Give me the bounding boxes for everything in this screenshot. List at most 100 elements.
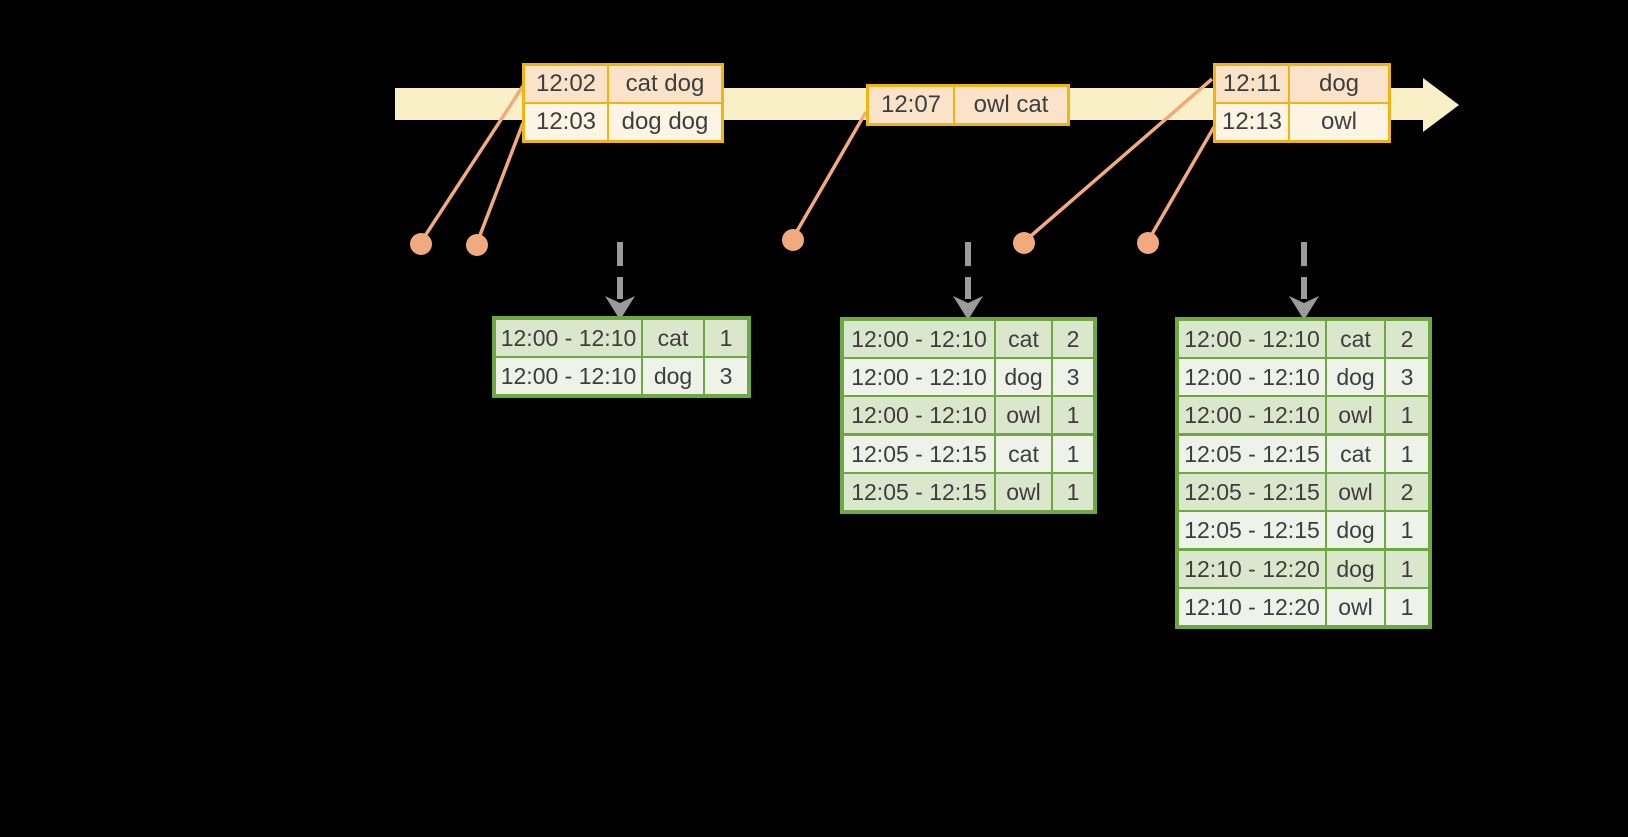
word-cell: cat <box>996 321 1051 357</box>
arrow-down-icon <box>1289 296 1319 320</box>
event-words-cell: owl cat <box>955 87 1067 123</box>
event-time-cell: 12:11 <box>1216 66 1288 102</box>
count-cell: 1 <box>1386 589 1428 625</box>
event-words-cell: dog dog <box>609 104 721 140</box>
window-cell: 12:00 - 12:10 <box>1179 397 1325 433</box>
table-row: 12:00 - 12:10 owl 1 <box>844 397 1093 433</box>
word-cell: owl <box>1327 397 1384 433</box>
result-table-3: 12:00 - 12:10 cat 2 12:00 - 12:10 dog 3 … <box>1175 317 1432 629</box>
event-dot <box>1137 232 1159 254</box>
result-table-2: 12:00 - 12:10 cat 2 12:00 - 12:10 dog 3 … <box>840 317 1097 514</box>
event-row: 12:11 dog <box>1216 66 1388 102</box>
arrow-right-icon <box>1423 78 1459 132</box>
count-cell: 1 <box>1053 397 1093 433</box>
count-cell: 3 <box>1053 359 1093 395</box>
window-cell: 12:05 - 12:15 <box>1179 474 1325 510</box>
count-cell: 1 <box>1053 474 1093 510</box>
word-cell: dog <box>996 359 1051 395</box>
window-group: 12:05 - 12:15 cat 1 12:05 - 12:15 owl 2 … <box>1179 436 1428 548</box>
event-row: 12:07 owl cat <box>869 87 1067 123</box>
word-cell: owl <box>1327 474 1384 510</box>
word-cell: cat <box>1327 321 1384 357</box>
count-cell: 1 <box>1386 551 1428 587</box>
event-dot <box>466 234 488 256</box>
event-time-cell: 12:03 <box>525 104 607 140</box>
word-cell: dog <box>1327 512 1384 548</box>
window-cell: 12:00 - 12:10 <box>1179 321 1325 357</box>
event-box-1: 12:02 cat dog 12:03 dog dog <box>522 63 724 143</box>
trigger-arrow-3 <box>1289 242 1319 320</box>
event-connector-line <box>791 111 868 239</box>
window-cell: 12:05 - 12:15 <box>1179 512 1325 548</box>
event-row: 12:13 owl <box>1216 104 1388 140</box>
event-time-cell: 12:07 <box>869 87 953 123</box>
count-cell: 1 <box>1386 397 1428 433</box>
event-words-cell: owl <box>1290 104 1388 140</box>
event-box-2: 12:07 owl cat <box>866 84 1070 126</box>
event-dot <box>410 233 432 255</box>
count-cell: 2 <box>1386 474 1428 510</box>
window-cell: 12:00 - 12:10 <box>844 397 994 433</box>
window-cell: 12:10 - 12:20 <box>1179 589 1325 625</box>
window-cell: 12:10 - 12:20 <box>1179 551 1325 587</box>
event-time-cell: 12:02 <box>525 66 607 102</box>
window-cell: 12:00 - 12:10 <box>496 320 641 356</box>
window-cell: 12:00 - 12:10 <box>844 321 994 357</box>
word-cell: cat <box>643 320 703 356</box>
count-cell: 2 <box>1053 321 1093 357</box>
trigger-arrow-1 <box>605 242 635 320</box>
event-row: 12:02 cat dog <box>525 66 721 102</box>
window-group: 12:00 - 12:10 cat 1 12:00 - 12:10 dog 3 <box>496 320 747 394</box>
window-cell: 12:05 - 12:15 <box>844 436 994 472</box>
window-cell: 12:00 - 12:10 <box>496 358 641 394</box>
event-connector-line <box>1023 77 1214 243</box>
arrow-down-icon <box>953 296 983 320</box>
event-time-cell: 12:13 <box>1216 104 1288 140</box>
word-cell: owl <box>996 474 1051 510</box>
table-row: 12:05 - 12:15 owl 2 <box>1179 474 1428 510</box>
table-row: 12:05 - 12:15 cat 1 <box>844 436 1093 472</box>
count-cell: 3 <box>705 358 747 394</box>
event-words-cell: cat dog <box>609 66 721 102</box>
window-cell: 12:00 - 12:10 <box>844 359 994 395</box>
event-box-3: 12:11 dog 12:13 owl <box>1213 63 1391 143</box>
event-row: 12:03 dog dog <box>525 104 721 140</box>
table-row: 12:00 - 12:10 owl 1 <box>1179 397 1428 433</box>
word-cell: cat <box>1327 436 1384 472</box>
count-cell: 1 <box>1386 436 1428 472</box>
table-row: 12:00 - 12:10 dog 3 <box>844 359 1093 395</box>
count-cell: 2 <box>1386 321 1428 357</box>
table-row: 12:00 - 12:10 cat 2 <box>1179 321 1428 357</box>
table-row: 12:05 - 12:15 cat 1 <box>1179 436 1428 472</box>
event-connector-line <box>1146 126 1216 242</box>
word-cell: dog <box>1327 359 1384 395</box>
word-cell: cat <box>996 436 1051 472</box>
table-row: 12:10 - 12:20 owl 1 <box>1179 589 1428 625</box>
table-row: 12:00 - 12:10 dog 3 <box>496 358 747 394</box>
event-connector-line <box>475 122 525 244</box>
arrow-down-icon <box>605 296 635 320</box>
word-cell: dog <box>643 358 703 394</box>
count-cell: 1 <box>1386 512 1428 548</box>
result-table-1: 12:00 - 12:10 cat 1 12:00 - 12:10 dog 3 <box>492 316 751 398</box>
table-row: 12:05 - 12:15 dog 1 <box>1179 512 1428 548</box>
table-row: 12:00 - 12:10 cat 2 <box>844 321 1093 357</box>
event-words-cell: dog <box>1290 66 1388 102</box>
window-cell: 12:00 - 12:10 <box>1179 359 1325 395</box>
word-cell: owl <box>1327 589 1384 625</box>
word-cell: dog <box>1327 551 1384 587</box>
count-cell: 3 <box>1386 359 1428 395</box>
event-dot <box>1013 232 1035 254</box>
window-group: 12:10 - 12:20 dog 1 12:10 - 12:20 owl 1 <box>1179 551 1428 625</box>
window-cell: 12:05 - 12:15 <box>1179 436 1325 472</box>
table-row: 12:00 - 12:10 cat 1 <box>496 320 747 356</box>
word-cell: owl <box>996 397 1051 433</box>
table-row: 12:05 - 12:15 owl 1 <box>844 474 1093 510</box>
event-connector-line <box>419 85 525 243</box>
table-row: 12:00 - 12:10 dog 3 <box>1179 359 1428 395</box>
count-cell: 1 <box>1053 436 1093 472</box>
table-row: 12:10 - 12:20 dog 1 <box>1179 551 1428 587</box>
trigger-arrow-2 <box>953 242 983 320</box>
window-group: 12:00 - 12:10 cat 2 12:00 - 12:10 dog 3 … <box>1179 321 1428 433</box>
